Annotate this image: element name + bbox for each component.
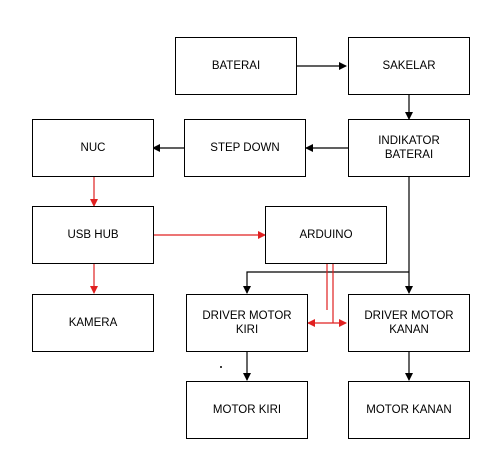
block-motor-kanan: MOTOR KANAN [348,381,470,439]
block-sakelar: SAKELAR [348,37,470,95]
arrow-power-drvkiri [243,271,409,294]
block-baterai: BATERAI [175,37,297,95]
block-usb-hub: USB HUB [32,206,154,264]
block-kamera: KAMERA [32,294,154,352]
stray-dot [220,366,222,368]
block-indikator-baterai: INDIKATOR BATERAI [348,119,470,177]
block-arduino: ARDUINO [265,206,387,264]
block-nuc: NUC [32,119,154,177]
block-driver-motor-kiri: DRIVER MOTOR KIRI [186,294,308,352]
block-driver-motor-kanan: DRIVER MOTOR KANAN [348,294,470,352]
block-motor-kiri: MOTOR KIRI [186,381,308,439]
block-step-down: STEP DOWN [184,119,306,177]
